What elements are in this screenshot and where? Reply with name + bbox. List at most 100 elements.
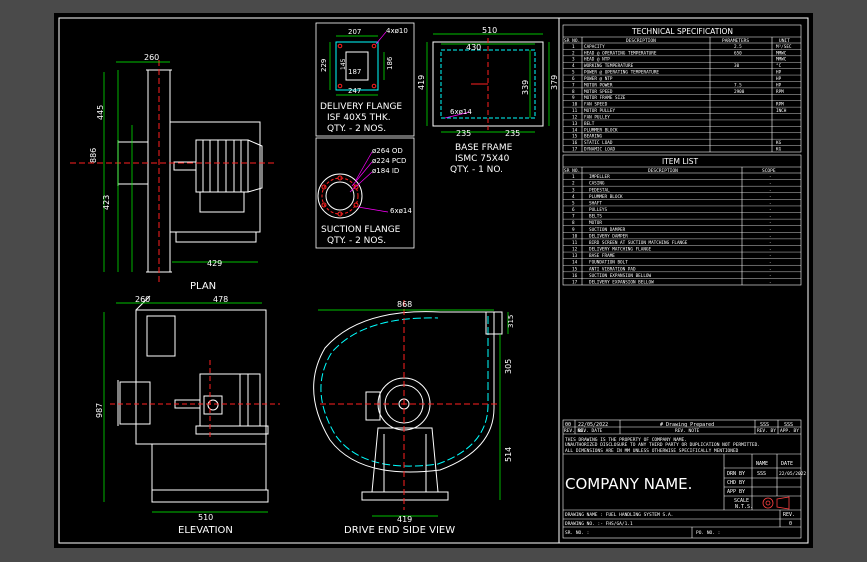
de-dim-outlet: 315	[507, 315, 515, 328]
drn-by-label: DRN BY	[727, 471, 745, 477]
item-row-srno: 9	[572, 227, 575, 233]
spec-row-desc: PLUMMER BLOCK	[584, 127, 618, 133]
rev-header-note: REV. NOTE	[675, 428, 700, 434]
spec-row-unit: KG	[776, 140, 782, 146]
item-row-srno: 16	[572, 273, 578, 279]
df-dim-left: 229	[320, 59, 328, 72]
spec-row-srno: 4	[572, 63, 575, 69]
plan-title: PLAN	[190, 281, 216, 292]
sf-line-2: QTY. - 2 NOS.	[327, 236, 386, 246]
spec-row-param: 2900	[734, 89, 745, 95]
rev-row-note: # Drawing Prepared	[660, 422, 714, 428]
item-header-desc: DESCRIPTION	[648, 168, 678, 174]
spec-row-srno: 3	[572, 57, 575, 63]
drive-end-view	[313, 300, 509, 517]
item-row-srno: 1	[572, 174, 575, 180]
item-row-desc: PULLEYS	[589, 207, 608, 213]
bf-line-1: BASE FRAME	[455, 143, 513, 153]
spec-row-unit: INCH	[776, 108, 787, 114]
item-row-scope: -	[769, 267, 772, 272]
bf-dim-right: 379	[550, 75, 559, 90]
bf-dim-bottom-b: 235	[505, 129, 520, 138]
spec-row-srno: 2	[572, 50, 575, 56]
spec-row-srno: 17	[572, 147, 578, 153]
item-row-srno: 15	[572, 266, 578, 272]
item-row-scope: -	[769, 274, 772, 279]
spec-row-desc: HEAD @ OPERATING TEMPERATURE	[584, 50, 657, 56]
item-row-scope: -	[769, 188, 772, 193]
plan-dim-top: 260	[144, 53, 159, 62]
company-name: COMPANY NAME.	[565, 475, 692, 493]
elev-dim-bottom: 510	[198, 513, 213, 522]
elev-dim-height: 987	[95, 403, 104, 418]
spec-row-desc: WORKING TEMPERATURE	[584, 63, 634, 69]
item-row-srno: 8	[572, 220, 575, 226]
spec-row-param: 650	[734, 50, 742, 56]
delivery-flange-drawing	[329, 31, 387, 96]
item-row-srno: 14	[572, 260, 578, 266]
sf-dim-id: ø184 ID	[372, 167, 399, 175]
item-row-scope: -	[769, 254, 772, 259]
de-dim-lower: 514	[504, 447, 513, 462]
item-row-scope: -	[769, 215, 772, 220]
notice-2: UNAUTHORIZED DISCLOSURE TO ANY THIRD PAR…	[565, 442, 760, 448]
item-row-desc: DELIVERY DAMPER	[589, 233, 628, 239]
item-header-scope: SCOPE	[762, 168, 776, 174]
item-row-desc: SUCTION DAMPER	[589, 227, 626, 233]
spec-row-unit: MMWC	[776, 57, 787, 63]
plan-view	[70, 60, 275, 282]
spec-row-srno: 10	[572, 102, 578, 108]
bf-line-3: QTY. - 1 NO.	[450, 165, 503, 175]
item-row-scope: -	[769, 195, 772, 200]
spec-row-unit: HP	[776, 82, 782, 88]
item-row-srno: 6	[572, 207, 575, 213]
sheet-border	[58, 17, 809, 544]
bf-line-2: ISMC 75X40	[455, 154, 510, 164]
delivery-flange-box	[315, 22, 415, 137]
item-row-desc: DELIVERY MATCHING FLANGE	[589, 247, 651, 253]
sr-no: SR. NO. :	[565, 530, 589, 536]
projection-symbol-icon	[762, 496, 790, 510]
plan-dim-886: 886	[89, 148, 98, 163]
spec-row-desc: FAN PULLEY	[584, 114, 610, 120]
spec-header-srno: SR NO.	[564, 38, 580, 44]
spec-row-srno: 13	[572, 121, 578, 127]
rev-header-date: REV. DATE	[578, 428, 603, 434]
spec-row-unit: KG	[776, 147, 782, 153]
spec-row-srno: 11	[572, 108, 578, 114]
spec-header-desc: DESCRIPTION	[626, 38, 656, 44]
elevation-view	[110, 295, 280, 503]
df-line-1: DELIVERY FLANGE	[320, 102, 402, 112]
df-dim-hole: 4xø10	[386, 27, 408, 35]
item-row-desc: PLUMMER BLOCK	[589, 194, 623, 200]
item-row-srno: 7	[572, 214, 575, 220]
spec-row-unit: RPM	[776, 102, 784, 108]
drawing-name: DRAWING NAME : FUEL HANDLING SYSTEM S.A.	[565, 512, 673, 518]
rev-label: REV.	[783, 512, 795, 518]
name-label: NAME	[756, 461, 768, 467]
spec-row-srno: 8	[572, 89, 575, 95]
item-row-scope: -	[769, 261, 772, 266]
item-row-scope: -	[769, 221, 772, 226]
item-row-desc: ANTI VIBRATION PAD	[589, 266, 636, 272]
item-row-desc: BASE FRAME	[589, 253, 615, 259]
bf-dim-hole: 6xø14	[450, 108, 472, 116]
spec-row-srno: 1	[572, 44, 575, 50]
spec-row-srno: 15	[572, 134, 578, 140]
sf-dim-holes: 6xø14	[390, 207, 412, 215]
item-row-desc: PEDESTAL	[589, 187, 610, 193]
spec-row-srno: 16	[572, 140, 578, 146]
de-dim-upper: 305	[504, 359, 513, 374]
item-row-scope: -	[769, 281, 772, 286]
item-row-desc: SHAFT	[589, 200, 602, 206]
item-row-srno: 4	[572, 194, 575, 200]
df-line-2: ISF 40X5 THK.	[327, 113, 391, 123]
title-block	[562, 419, 802, 539]
scale-label: SCALE	[734, 498, 749, 504]
spec-row-desc: MOTOR POWER	[584, 82, 613, 88]
spec-row-desc: DYNAMIC LOAD	[584, 147, 615, 153]
spec-row-desc: HEAD @ NTP	[584, 57, 610, 63]
item-row-srno: 13	[572, 253, 578, 259]
sf-line-1: SUCTION FLANGE	[321, 225, 401, 235]
item-row-desc: BIRD SCREEN AT SUCTION MATCHING FLANGE	[589, 240, 688, 246]
